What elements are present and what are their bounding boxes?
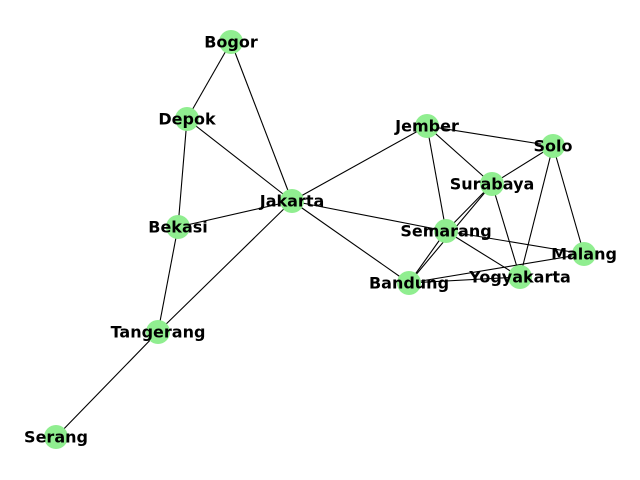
edge-semarang-malang [445, 230, 585, 255]
node-circle-yogyakarta [508, 265, 532, 289]
node-label-bogor: Bogor [204, 33, 258, 52]
node-surabaya: Surabaya [450, 172, 535, 196]
node-circle-tangerang [146, 320, 170, 344]
edge-jakarta-semarang [291, 200, 447, 232]
edge-bekasi-tangerang [157, 226, 179, 333]
node-circle-bekasi [166, 215, 190, 239]
node-label-solo: Solo [534, 137, 573, 156]
edge-bogor-depok [186, 41, 232, 120]
node-label-depok: Depok [158, 110, 216, 129]
edge-semarang-yogyakarta [445, 230, 521, 278]
node-jakarta: Jakarta [259, 189, 325, 213]
node-solo: Solo [534, 134, 573, 158]
node-circle-solo [541, 134, 565, 158]
node-label-yogyakarta: Yogyakarta [468, 268, 571, 287]
node-malang: Malang [551, 242, 617, 266]
node-bandung: Bandung [369, 271, 449, 295]
node-label-bandung: Bandung [369, 274, 449, 293]
node-tangerang: Tangerang [111, 320, 206, 344]
node-semarang: Semarang [400, 219, 492, 243]
edge-jember-solo [426, 125, 554, 147]
node-circle-bogor [219, 30, 243, 54]
node-label-surabaya: Surabaya [450, 175, 535, 194]
node-yogyakarta: Yogyakarta [468, 265, 571, 289]
node-circle-jember [415, 114, 439, 138]
node-circle-surabaya [480, 172, 504, 196]
edge-solo-malang [552, 145, 585, 255]
edge-layer [55, 41, 585, 438]
node-circle-depok [175, 107, 199, 131]
node-serang: Serang [24, 425, 88, 449]
node-label-tangerang: Tangerang [111, 323, 206, 342]
edge-solo-yogyakarta [519, 145, 554, 278]
node-jember: Jember [394, 114, 459, 138]
node-label-jakarta: Jakarta [259, 192, 325, 211]
edge-jakarta-bandung [291, 200, 410, 284]
edge-bekasi-jakarta [177, 200, 293, 228]
node-circle-jakarta [280, 189, 304, 213]
edge-surabaya-yogyakarta [491, 183, 521, 278]
edge-tangerang-jakarta [157, 200, 293, 333]
node-circle-semarang [434, 219, 458, 243]
node-label-malang: Malang [551, 245, 617, 264]
node-bekasi: Bekasi [148, 215, 208, 239]
node-bogor: Bogor [204, 30, 258, 54]
node-label-serang: Serang [24, 428, 88, 447]
edge-tangerang-serang [55, 331, 159, 438]
node-depok: Depok [158, 107, 216, 131]
edge-bogor-jakarta [230, 41, 293, 202]
edge-depok-bekasi [177, 118, 188, 228]
node-circle-serang [44, 425, 68, 449]
edge-bandung-malang [408, 253, 585, 284]
node-label-bekasi: Bekasi [148, 218, 208, 237]
node-label-semarang: Semarang [400, 222, 491, 241]
edge-depok-jakarta [186, 118, 293, 202]
node-circle-malang [572, 242, 596, 266]
edge-jakarta-jember [291, 125, 428, 202]
edge-bandung-yogyakarta [408, 276, 521, 284]
node-circle-bandung [397, 271, 421, 295]
node-label-jember: Jember [394, 117, 459, 136]
edge-jember-semarang [426, 125, 447, 232]
edge-jember-surabaya [426, 125, 493, 185]
